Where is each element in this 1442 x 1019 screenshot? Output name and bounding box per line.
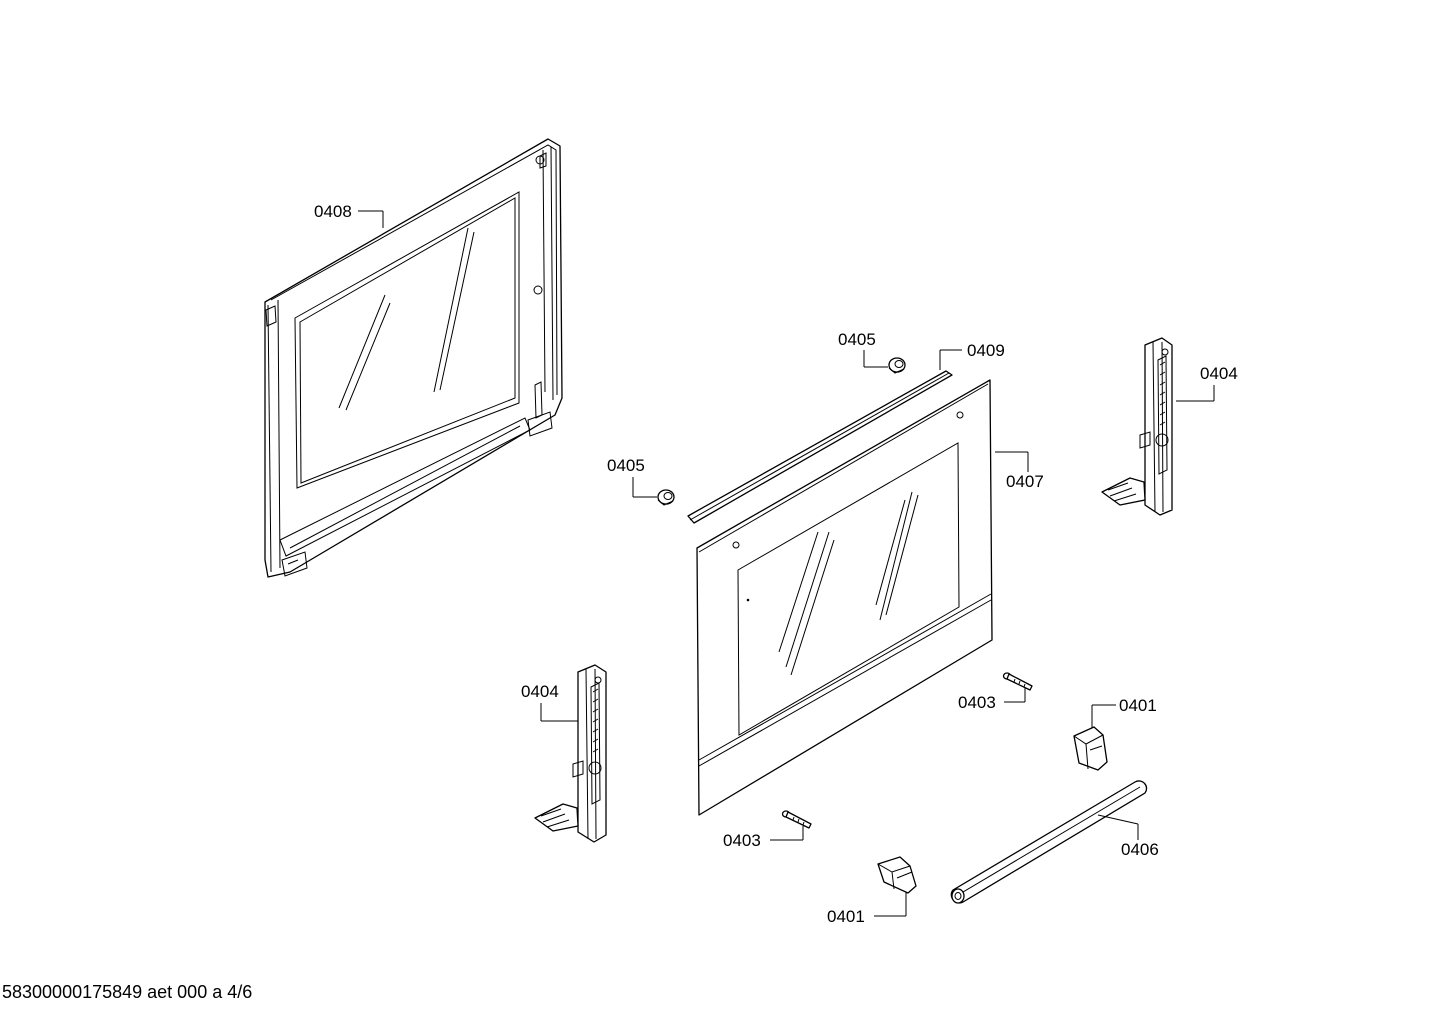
- label-0409: 0409: [967, 341, 1005, 360]
- label-0401-right: 0401: [1119, 696, 1157, 715]
- label-0401-lower: 0401: [827, 907, 865, 926]
- label-0406: 0406: [1121, 840, 1159, 859]
- seal-strip-0409: [687, 370, 953, 524]
- handle-cap-0401-lower: [877, 856, 917, 894]
- screw-0403-lower: [781, 810, 812, 829]
- label-0404-right: 0404: [1200, 364, 1238, 383]
- label-0404-left: 0404: [521, 682, 559, 701]
- handle-cap-0401-right: [1073, 726, 1108, 771]
- outer-door-panel-0407: [696, 379, 993, 816]
- hinge-0404-left: [534, 664, 607, 843]
- screw-0403-right: [1002, 672, 1033, 691]
- inner-door-frame-0408: [264, 138, 563, 578]
- hinge-0404-right: [1101, 337, 1173, 516]
- label-0407: 0407: [1006, 472, 1044, 491]
- drawing-reference-code: 58300000175849 aet 000 a 4/6: [2, 982, 253, 1002]
- label-0408: 0408: [314, 202, 352, 221]
- label-0405-upper: 0405: [838, 330, 876, 349]
- cap-0405-left: [657, 489, 675, 506]
- handle-bar-0406: [950, 780, 1148, 904]
- label-0405-left: 0405: [607, 456, 645, 475]
- label-0403-right: 0403: [958, 693, 996, 712]
- label-0403-lower: 0403: [723, 831, 761, 850]
- cap-0405-upper: [888, 357, 906, 374]
